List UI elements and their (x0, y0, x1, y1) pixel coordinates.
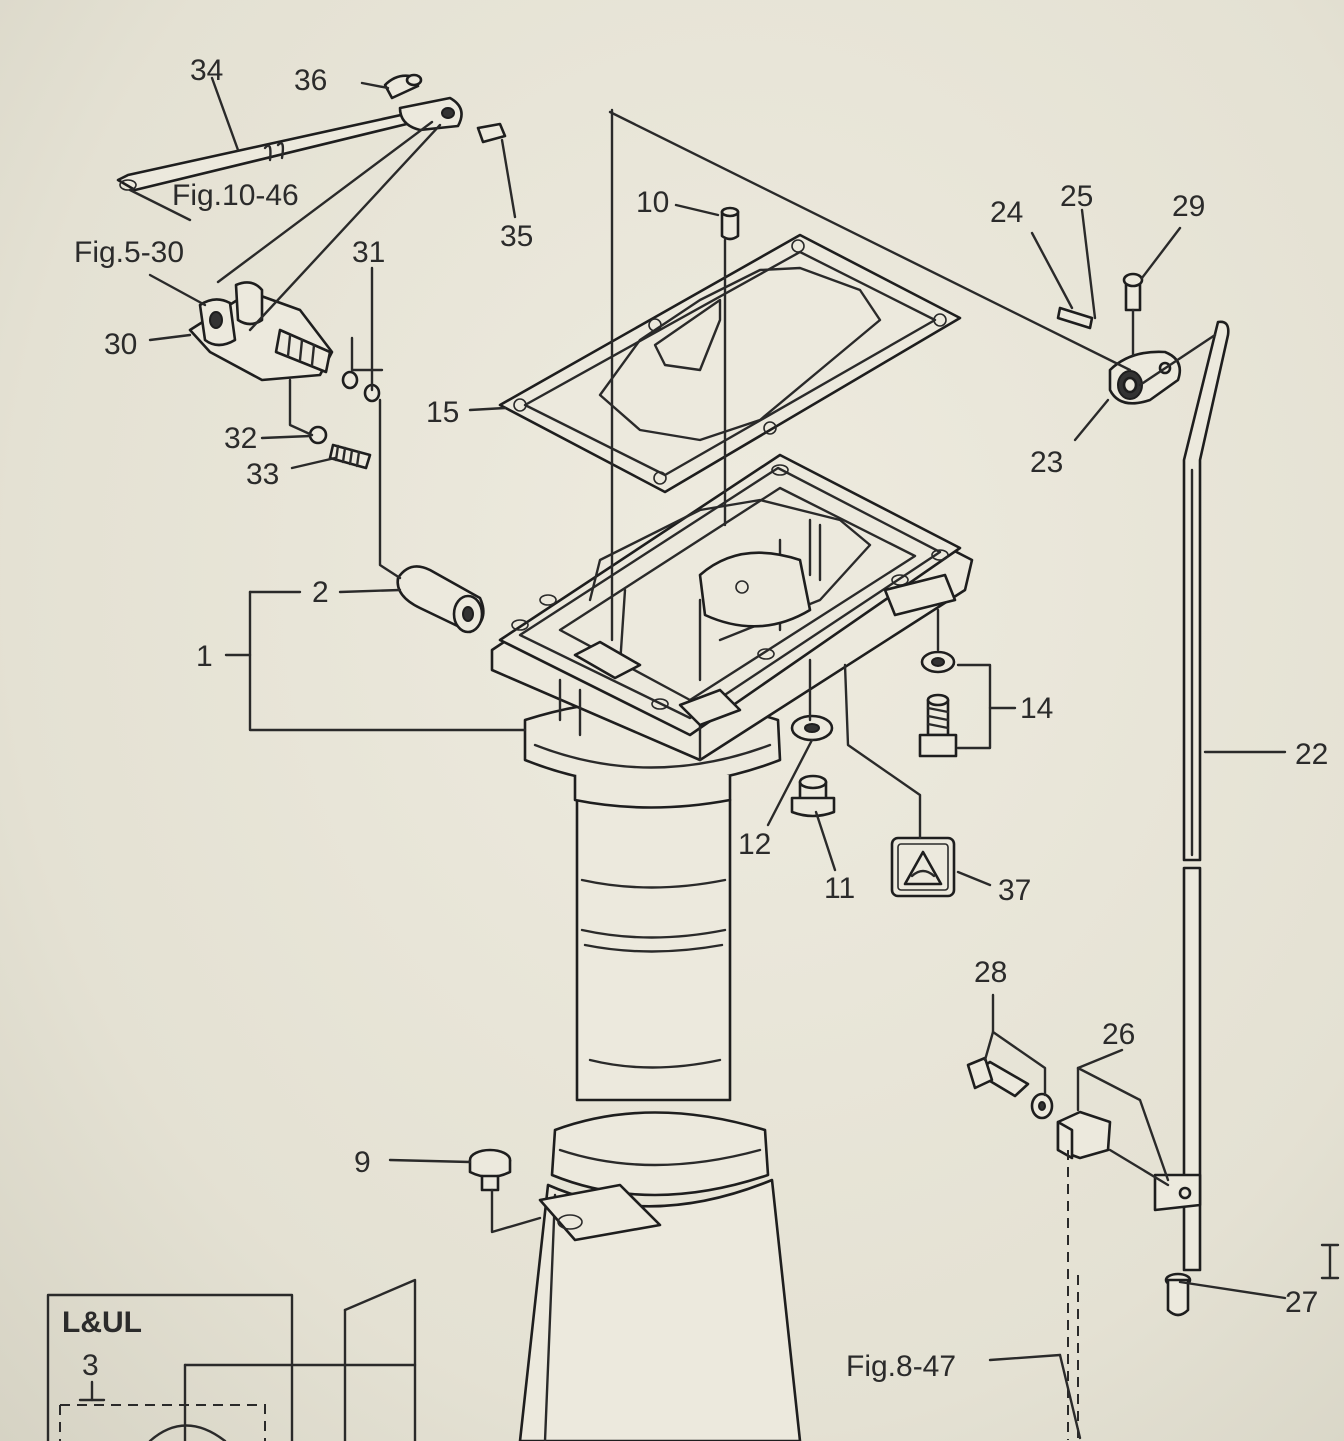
drain-plug (468, 1148, 512, 1192)
label-23: 23 (1030, 446, 1063, 479)
label-24: 24 (990, 196, 1023, 229)
label-2: 2 (312, 576, 329, 609)
label-30: 30 (104, 328, 137, 361)
label-9: 9 (354, 1146, 371, 1179)
washer-and-plug (790, 714, 836, 818)
label-12: 12 (738, 828, 771, 861)
inset-box (46, 1293, 417, 1441)
label-fig10-46: Fig.10-46 (172, 179, 299, 212)
label-fig5-30: Fig.5-30 (74, 236, 184, 269)
warning-decal (890, 836, 956, 898)
label-14: 14 (1020, 692, 1053, 725)
dowel-pin (720, 206, 740, 241)
label-36: 36 (294, 64, 327, 97)
collar (396, 565, 485, 634)
inset-title: L&UL (62, 1306, 142, 1339)
bolt-and-washer (918, 650, 958, 758)
label-22: 22 (1295, 738, 1328, 771)
label-26: 26 (1102, 1018, 1135, 1051)
label-27: 27 (1285, 1286, 1318, 1319)
label-fig8-47: Fig.8-47 (846, 1350, 956, 1383)
label-15: 15 (426, 396, 459, 429)
label-29: 29 (1172, 190, 1205, 223)
label-35: 35 (500, 220, 533, 253)
label-31: 31 (352, 236, 385, 269)
label-10: 10 (636, 186, 669, 219)
label-1: 1 (196, 640, 213, 673)
label-32: 32 (224, 422, 257, 455)
gasket (498, 233, 962, 494)
label-28: 28 (974, 956, 1007, 989)
label-34: 34 (190, 54, 223, 87)
label-11: 11 (824, 872, 855, 905)
label-25: 25 (1060, 180, 1093, 213)
shift-linkage (116, 73, 507, 470)
leader-lines (128, 76, 1340, 1441)
label-3: 3 (82, 1349, 99, 1382)
shift-rod (1056, 272, 1230, 1317)
part-labels: 34 36 35 Fig.10-46 Fig.5-30 31 30 32 33 … (62, 54, 1328, 1383)
label-33: 33 (246, 458, 279, 491)
clamp-bolt (966, 1056, 1054, 1120)
label-37: 37 (998, 874, 1031, 907)
upper-casing (490, 453, 974, 1441)
